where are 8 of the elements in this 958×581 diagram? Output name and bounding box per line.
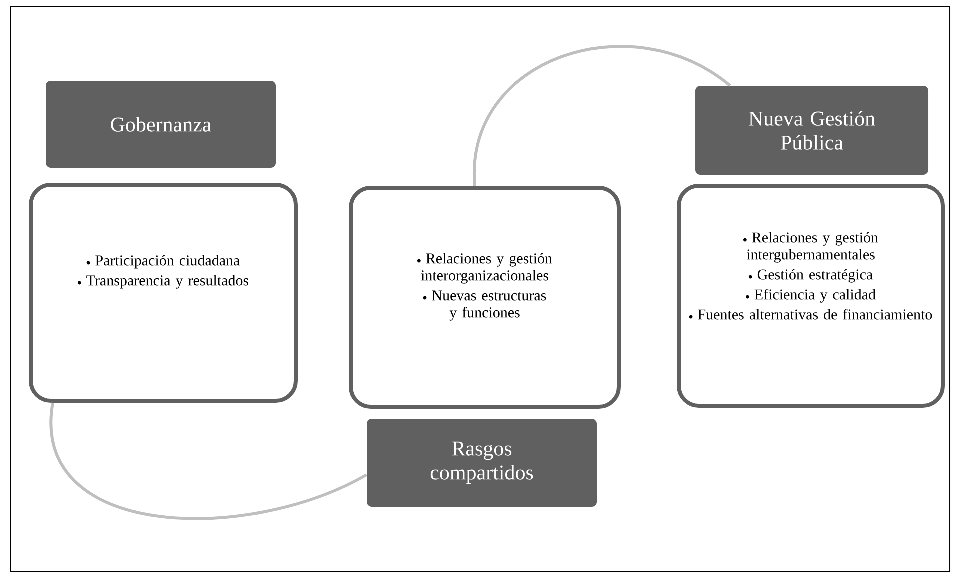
bullet-list-box: Relaciones y gestión intergubernamentales Gestión estratégica Eficiencia y calidad Fuentes alternativas de financiamiento <box>677 184 945 408</box>
arc-connector <box>50 402 368 520</box>
bullet-list-box: Relaciones y gestión interorganizacionales Nuevas estructuras y funciones <box>349 186 621 409</box>
heading-box: Gobernanza <box>46 81 276 168</box>
heading-box: Rasgos compartidos <box>367 419 597 507</box>
arc-connector <box>474 45 732 186</box>
heading-box: Nueva Gestión Pública <box>696 86 928 175</box>
bullet-list-box: Participación ciudadana Transparencia y resultados <box>29 183 298 403</box>
